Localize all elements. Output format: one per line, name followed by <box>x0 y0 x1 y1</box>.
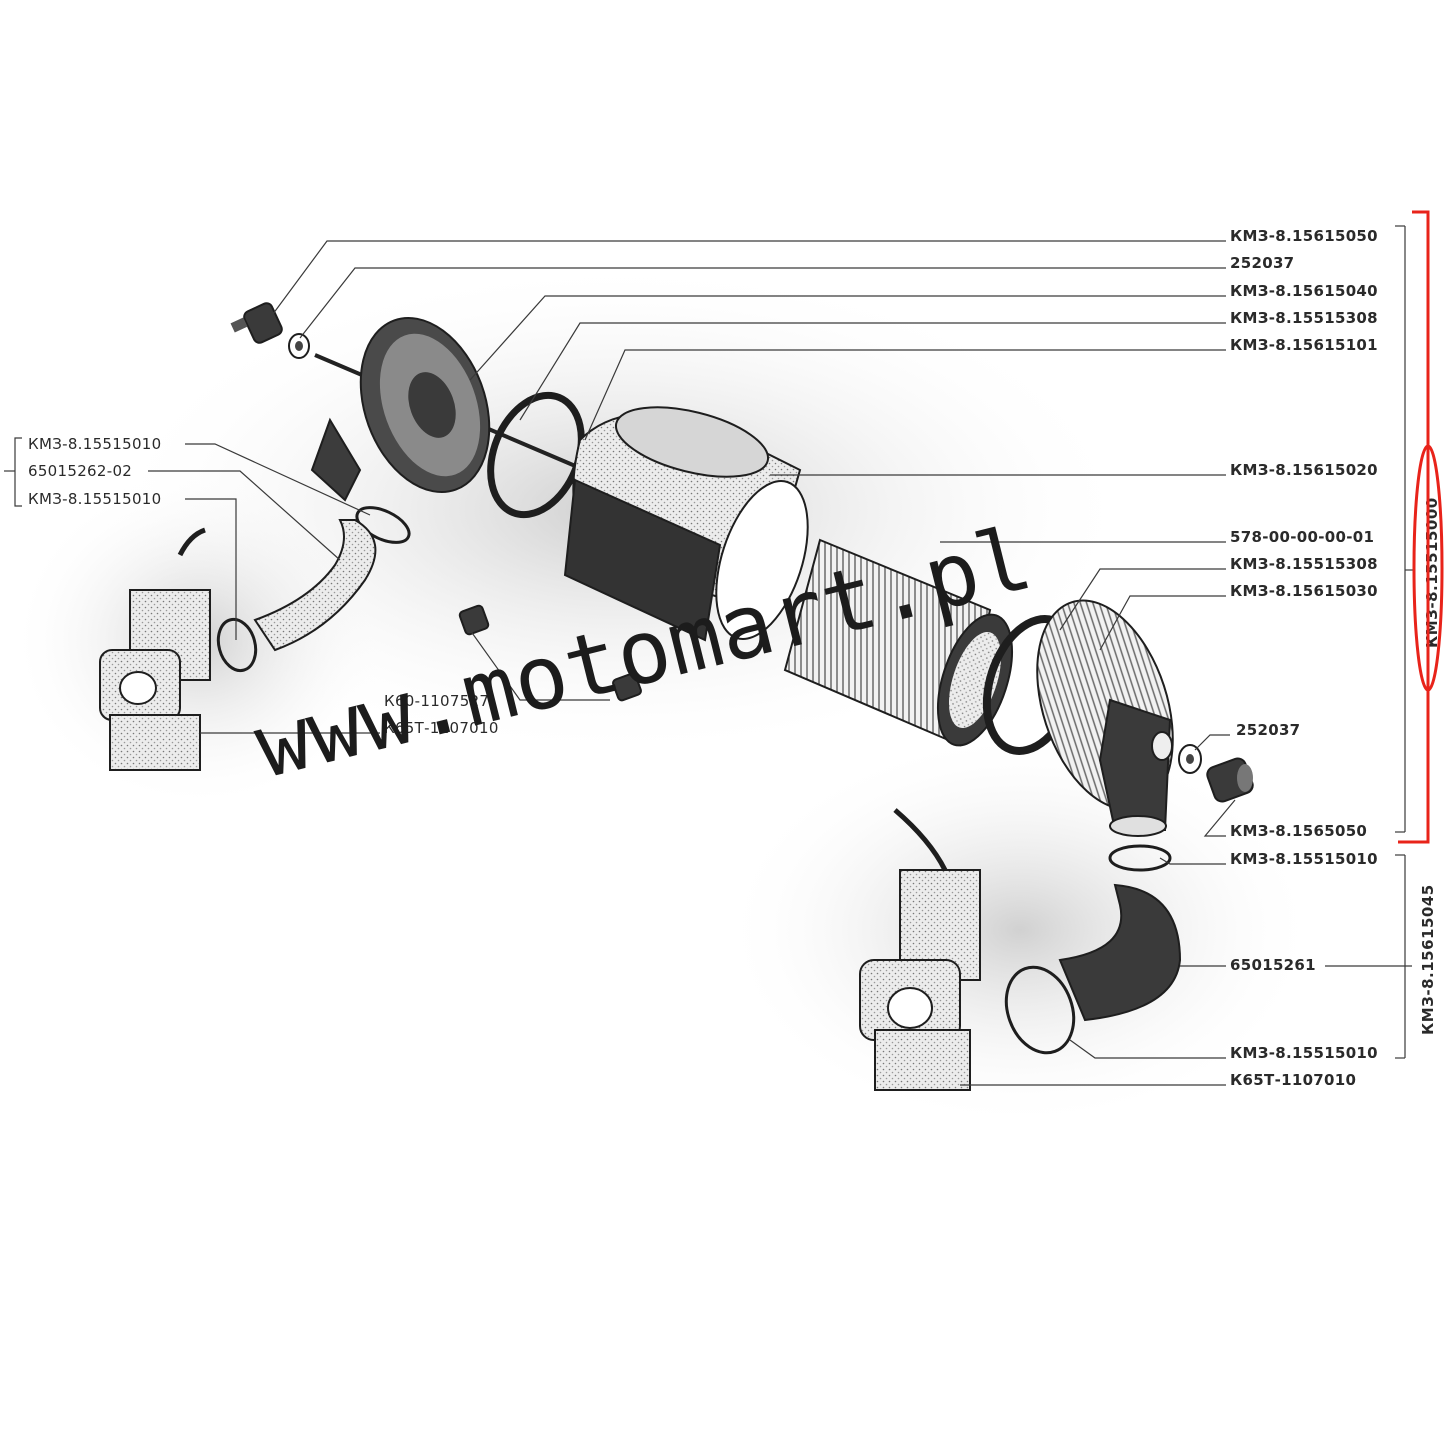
assembly-label-top: КМЗ-8.15515000 <box>1423 497 1441 648</box>
label-k65t-1107010-lower: К65Т-1107010 <box>1230 1071 1356 1089</box>
lower-clamp-lower <box>1004 965 1076 1055</box>
label-kmz-15615030: КМЗ-8.15615030 <box>1230 582 1378 600</box>
label-kmz-15515308-lower: КМЗ-8.15515308 <box>1230 555 1378 573</box>
label-kmz-15515308-upper: КМЗ-8.15515308 <box>1230 309 1378 327</box>
filter-element <box>783 538 1013 747</box>
labels-right-top: КМЗ-8.15615050 252037 КМЗ-8.15615040 КМЗ… <box>1230 227 1378 840</box>
top-washer-hole <box>295 341 303 351</box>
left-clamp-upper <box>355 506 411 544</box>
label-578-00-00-00-01: 578-00-00-00-01 <box>1230 528 1374 546</box>
labels-center: К60-1107527 К65Т-1107010 <box>384 692 499 737</box>
jet-lower <box>612 672 642 702</box>
label-kmz-15515010-clamp-upper: КМЗ-8.15515010 <box>1230 850 1378 868</box>
label-k65t-1107010-center: К65Т-1107010 <box>384 719 499 737</box>
filter-housing <box>563 406 809 642</box>
label-252037-top: 252037 <box>1230 254 1294 272</box>
label-kmz-15615020: КМЗ-8.15615020 <box>1230 461 1378 479</box>
label-kmz-15515010-left-upper: КМЗ-8.15515010 <box>28 435 161 453</box>
top-nut <box>230 302 283 344</box>
right-nut <box>1206 757 1254 803</box>
label-k60-1107527: К60-1107527 <box>384 692 489 710</box>
label-kmz-15615050: КМЗ-8.15615050 <box>1230 227 1378 245</box>
label-kmz-15615040: КМЗ-8.15615040 <box>1230 282 1378 300</box>
label-kmz-15515010-clamp-lower: КМЗ-8.15515010 <box>1230 1044 1378 1062</box>
label-65015261: 65015261 <box>1230 956 1316 974</box>
leader-lines <box>4 225 1415 1086</box>
right-washer-hole <box>1186 754 1194 764</box>
left-carburetor <box>99 527 211 771</box>
assembly-label-bottom: КМЗ-8.15615045 <box>1419 884 1437 1035</box>
highlight-bracket <box>1398 210 1430 844</box>
label-65015262-02: 65015262-02 <box>28 462 132 480</box>
label-kmz-1565050: КМЗ-8.1565050 <box>1230 822 1367 840</box>
left-intake-hose <box>253 519 377 652</box>
lower-intake-hose <box>1058 883 1182 1022</box>
lower-clamp-upper <box>1108 844 1172 872</box>
labels-left: КМЗ-8.15515010 65015262-02 КМЗ-8.1551501… <box>28 435 161 508</box>
highlight-ellipse <box>1412 444 1444 692</box>
label-252037-right: 252037 <box>1236 721 1300 739</box>
jet-upper <box>458 604 490 636</box>
left-clamp-lower <box>216 617 258 673</box>
lower-carburetor <box>859 808 981 1091</box>
label-kmz-15615101: КМЗ-8.15615101 <box>1230 336 1378 354</box>
end-cover <box>1036 599 1174 837</box>
filter-cover <box>310 316 491 502</box>
labels-right-bottom: КМЗ-8.15515010 65015261 КМЗ-8.15515010 К… <box>1230 850 1378 1089</box>
label-kmz-15515010-left-lower: КМЗ-8.15515010 <box>28 490 161 508</box>
